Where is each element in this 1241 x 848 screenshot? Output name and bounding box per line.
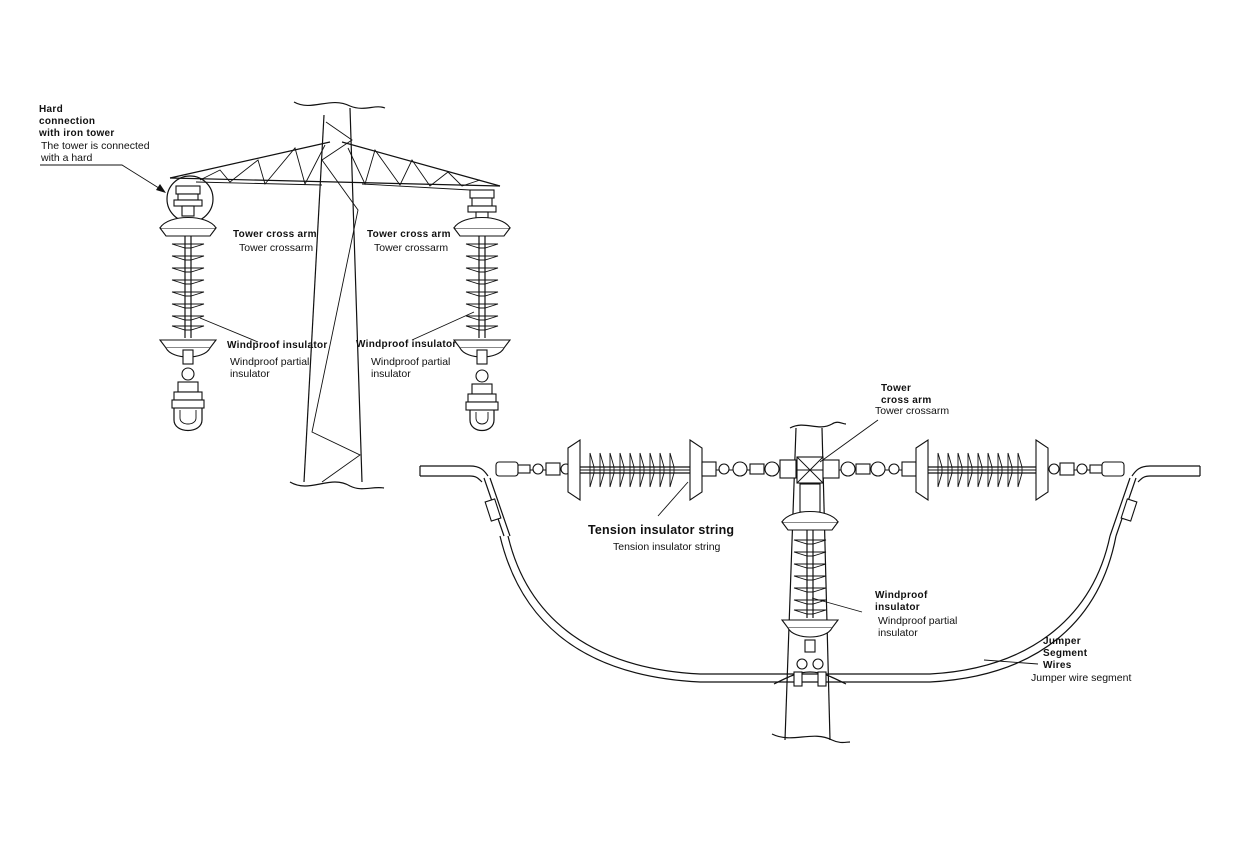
crossarm-lower-chord: [169, 177, 501, 187]
tower-leg-right: [349, 107, 363, 483]
tower-top-break: [293, 101, 386, 109]
right-linking-fittings: [822, 459, 917, 479]
crossarm-truss-left: [199, 144, 326, 186]
crossarm-truss-right: [347, 147, 481, 187]
lower-tower-leg-left: [784, 427, 797, 741]
windproof-right-leader: [411, 311, 475, 341]
left-conductor-end: [420, 465, 489, 483]
cross-arm-left-title: Tower cross arm: [233, 229, 317, 240]
cross-arm-left-description: Tower crossarm: [239, 242, 314, 254]
left-tension-insulator: [567, 438, 703, 502]
jumper-title: Jumper Segment Wires: [1043, 636, 1088, 671]
tower-bracing: [311, 121, 361, 483]
windproof-left-leader: [199, 317, 259, 343]
crossarm-upper-right: [341, 141, 501, 187]
tension-insulator-title: Tension insulator string: [588, 523, 735, 537]
windproof-bottom-leader: [811, 597, 863, 613]
windproof-bottom-title: Windproof insulator: [875, 590, 928, 613]
cross-arm-bottom-description: Tower crossarm: [875, 405, 950, 417]
cross-arm-bottom-title: Tower cross arm: [881, 383, 932, 406]
hard-connection-arrowhead: [156, 184, 166, 193]
left-strain-clamp: [495, 461, 572, 477]
cross-arm-right-title: Tower cross arm: [367, 229, 451, 240]
upper-tower: [169, 101, 501, 490]
hard-connection-leader: [40, 164, 163, 191]
crossarm-upper-left: [169, 141, 331, 179]
upper-right-windproof-insulator: [452, 189, 512, 432]
hard-connection-description: The tower is connected with a hard: [41, 140, 150, 164]
windproof-right-description: Windproof partial insulator: [371, 356, 451, 380]
upper-left-windproof-insulator: [158, 185, 218, 432]
tower-bottom-break: [289, 481, 385, 490]
lower-windproof-insulator: [773, 483, 847, 687]
left-linking-fittings: [701, 459, 797, 479]
crossarm-inner-left: [195, 181, 323, 186]
windproof-left-description: Windproof partial insulator: [230, 356, 310, 380]
right-conductor-end: [1131, 465, 1200, 483]
crossarm-inner-right: [361, 183, 471, 191]
right-strain-clamp: [1048, 461, 1125, 477]
windproof-left-title: Windproof insulator: [227, 340, 328, 351]
windproof-bottom-description: Windproof partial insulator: [878, 615, 958, 639]
cross-arm-right-description: Tower crossarm: [374, 242, 449, 254]
windproof-right-title: Windproof insulator: [356, 339, 457, 350]
tower-leg-left: [303, 114, 325, 483]
right-tension-insulator: [915, 438, 1049, 502]
tower-crossarm-leader: [819, 419, 879, 463]
hard-connection-title: Hard connection with iron tower: [39, 104, 115, 139]
lower-tower-bottom-break: [771, 733, 851, 744]
tension-insulator-description: Tension insulator string: [613, 541, 721, 553]
jumper-description: Jumper wire segment: [1031, 672, 1132, 684]
lower-tower-top-break: [789, 421, 847, 429]
tension-leader: [657, 481, 689, 517]
jumper-leader: [983, 659, 1039, 665]
jumper-wire: [499, 535, 1117, 683]
